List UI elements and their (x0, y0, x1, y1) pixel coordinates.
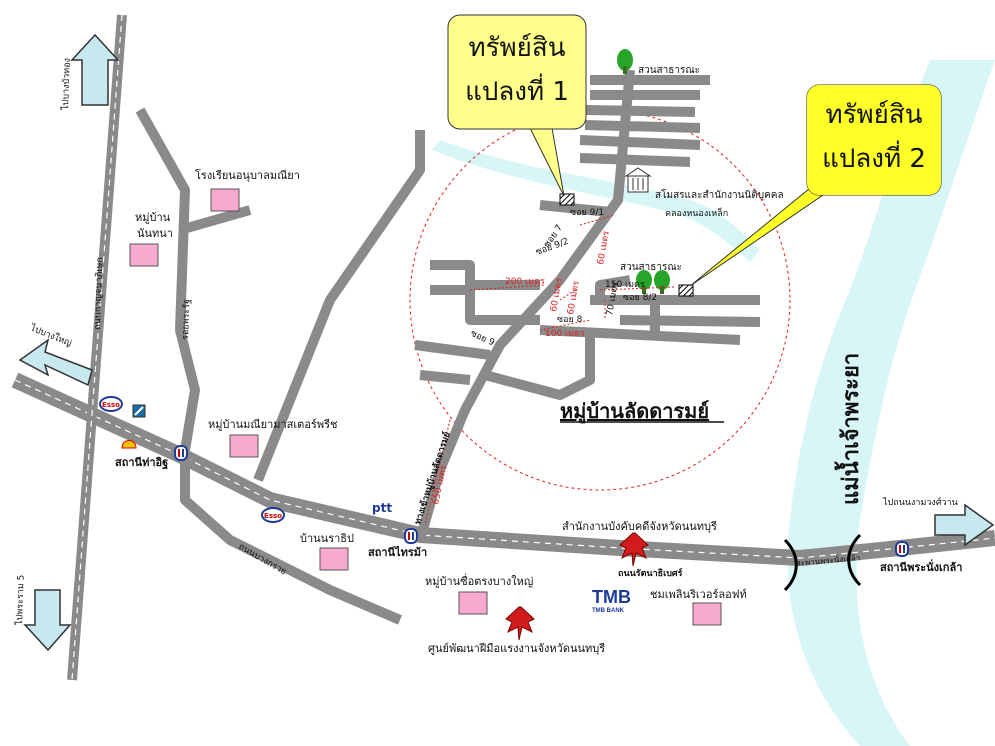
gas-station-icon (132, 404, 146, 418)
river-label: แม่น้ำเจ้าพระยา (834, 353, 864, 505)
svg-text:TMB: TMB (592, 587, 631, 607)
tmb-logo: TMB TMB BANK (592, 587, 631, 614)
distance-200-label: 200 เมตร (505, 277, 545, 287)
soi-trong-village-label: หมู่บ้านซื่อตรงบางใหญ่ (425, 573, 533, 588)
station-sai-ma-label: สถานีไทรม้า (368, 545, 427, 559)
distance-markers (424, 214, 676, 526)
park-mid-label: สวนสาธารณะ (620, 262, 682, 273)
garuda-emblem-icon (619, 532, 649, 567)
nonthana-marker (129, 243, 159, 267)
svg-text:ทรัพย์สิน: ทรัพย์สิน (468, 33, 565, 63)
esso-logo: Esso (99, 396, 123, 412)
arrow-left-icon (18, 338, 93, 387)
station-icons (174, 445, 909, 557)
train-station-icon (404, 528, 418, 544)
arrow-right-icon (934, 503, 995, 547)
rattana-label: รอยพระรัฐ (181, 299, 192, 340)
to-rama5-label: ไปพระราม 5 (14, 575, 27, 627)
to-ngamwongwan-label: ไปถนนงามวงศ์วาน (882, 496, 958, 508)
train-station-icon (895, 541, 909, 557)
tree-icon (654, 270, 670, 294)
maneeya-marker (229, 434, 259, 458)
svg-text:Esso: Esso (264, 512, 282, 520)
svg-text:แปลงที่ 2: แปลงที่ 2 (822, 140, 926, 174)
landmark-boxes (129, 188, 722, 626)
station-phra-nang-klao-label: สถานีพระนั่งเกล้า (880, 559, 962, 574)
ptt-logo: ptt (372, 501, 392, 515)
plot-2-marker (678, 284, 694, 297)
tree-icon (636, 270, 652, 294)
svg-text:Esso: Esso (102, 401, 120, 409)
school-marker (210, 188, 240, 212)
maneeya-village-label: หมู่บ้านมณียามาสเตอร์พรีช (208, 418, 337, 431)
chom-phloen-marker (692, 602, 722, 626)
school-label: โรงเรียนอนุบาลมณียา (195, 168, 300, 182)
phra-nang-klao-bridge (783, 533, 862, 592)
callout-plot-1 (447, 14, 587, 197)
narathip-marker (319, 547, 349, 571)
train-station-icon (174, 445, 188, 461)
soi-9-label: ซอย 9 (469, 329, 496, 349)
legal-office-label: สำนักงานบังคับคดีจังหวัดนนทบุรี (562, 520, 717, 533)
soi-8-2-label: ซอย 8/2 (623, 293, 657, 303)
arrow-up-icon (70, 33, 120, 106)
nonthana-label-1: หมู่บ้าน (135, 211, 171, 224)
chom-phloen-label: ชมเพลินริเวอร์ลอฟท์ (650, 588, 747, 601)
tree-icons (617, 49, 670, 294)
svg-text:TMB BANK: TMB BANK (592, 608, 625, 614)
village-title: หมู่บ้านลัดดารมย์ (560, 399, 709, 425)
tree-icon (617, 49, 633, 74)
shell-logo (121, 440, 137, 449)
to-bang-bua-thong-label: ไปบางบัวทอง (60, 58, 73, 111)
callout-1-text: ทรัพย์สิน แปลงที่ 1 (465, 33, 569, 107)
ratanathibet-label: ถนนรัตนาธิเบศร์ (618, 567, 683, 579)
narathip-label: บ้านนราธิป (300, 532, 354, 545)
svg-text:ทรัพย์สิน: ทรัพย์สิน (825, 100, 922, 130)
direction-arrows (18, 33, 995, 652)
esso-logo: Esso (261, 507, 285, 523)
local-roads (135, 69, 761, 625)
garuda-emblem-icon (505, 606, 535, 641)
skill-center-label: ศูนย์พัฒนาฝีมือแรงงานจังหวัดนนทบุรี (428, 642, 605, 655)
soi-trong-marker (458, 591, 488, 615)
canal (432, 140, 760, 262)
distance-150-label: 150 เมตร (605, 280, 645, 290)
park-top-label: สวนสาธารณะ (638, 65, 700, 76)
arrow-down-icon (23, 589, 72, 652)
to-bang-yai-label: ไปบางใหญ่ (28, 322, 74, 349)
kanchanaphisek-label: ถนนกาญจนาภิเษก (92, 257, 106, 330)
plot-1-marker (559, 193, 575, 206)
chao-phraya-river (787, 60, 995, 746)
distance-60b-label: 60 เมตร (566, 280, 582, 315)
soi-8-label: ซอย 8 (557, 315, 583, 325)
club-label: สโมสรและสำนักงานนิติบุคคล (655, 188, 784, 201)
distance-100-label: 100 เมตร (545, 329, 585, 339)
callout-2-text: ทรัพย์สิน แปลงที่ 2 (822, 100, 926, 174)
building-icon (624, 167, 652, 193)
station-tha-it-label: สถานีท่าอิฐ (115, 456, 168, 470)
nonthana-label-2: นันทนา (137, 227, 173, 240)
canal-label: คลองหนองเหล็ก (665, 206, 728, 219)
svg-text:แปลงที่ 1: แปลงที่ 1 (465, 73, 569, 107)
soi-9-1-label: ซอย 9/1 (570, 208, 604, 218)
